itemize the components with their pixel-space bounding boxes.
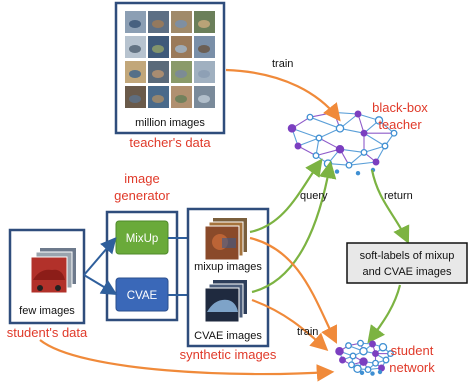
network-edge (291, 127, 320, 139)
network-node (381, 142, 389, 150)
mixup-label: MixUp (126, 233, 159, 245)
return-label: return (384, 190, 413, 202)
student-network-label-line1: student (391, 343, 434, 358)
network-node (349, 352, 357, 360)
thumbnail-subject (129, 45, 141, 53)
soft-labels-to-student-arrow (367, 284, 402, 344)
network-node (359, 357, 368, 366)
teacher-data-group: million images teacher's data (114, 1, 226, 150)
query-arrow-mixup (249, 158, 323, 234)
student-data-caption: few images (19, 305, 75, 317)
image-grid-icon (125, 11, 215, 108)
network-node (348, 361, 355, 369)
network-node (390, 129, 398, 137)
blackbox-teacher-label-line2: teacher (378, 117, 422, 132)
image-generator-label-line1: image (124, 171, 159, 186)
student-to-cvae-arrow (83, 274, 118, 296)
network-node (355, 171, 361, 176)
network-node (372, 158, 380, 166)
train-arrow-top (225, 68, 341, 122)
network-edge (363, 145, 386, 153)
network-node (287, 124, 297, 133)
network-node (345, 161, 353, 169)
network-node (312, 152, 320, 160)
network-node (372, 350, 379, 358)
thumbnail-subject (175, 95, 187, 103)
network-node (357, 339, 364, 347)
network-node (294, 142, 302, 150)
thumbnail-subject (152, 95, 164, 103)
thumbnail-subject (175, 45, 187, 53)
student-data-label: student's data (7, 325, 88, 340)
network-node (354, 110, 362, 118)
soft-labels-line2: and CVAE images (362, 266, 452, 278)
thumbnail-subject (152, 20, 164, 28)
network-node (387, 350, 394, 358)
network-node (377, 369, 383, 375)
mixup-to-teacher-train-arrow (249, 236, 337, 344)
thumbnail-subject (198, 20, 210, 28)
network-node (335, 346, 344, 356)
network-edge (309, 111, 335, 118)
thumbnail-subject (129, 20, 141, 28)
return-arrow (370, 169, 410, 244)
network-node (353, 364, 362, 374)
thumbnail-subject (175, 70, 187, 78)
train-label-top: train (272, 58, 293, 70)
cvae-images-caption: CVAE images (194, 330, 262, 342)
thumbnail-subject (175, 20, 187, 28)
student-to-mixup-arrow (83, 236, 117, 276)
network-node (378, 342, 388, 352)
network-node (369, 340, 376, 348)
thumbnail-subject (198, 70, 210, 78)
query-label: query (300, 190, 328, 202)
network-node (359, 370, 365, 375)
network-edge (309, 116, 341, 129)
network-node (360, 148, 368, 156)
cvae-to-student-train-arrow (251, 298, 329, 351)
network-node (374, 116, 384, 125)
student-network-label-line2: network (389, 360, 435, 375)
thumbnail-subject (152, 70, 164, 78)
network-edge (297, 137, 320, 147)
neural-network-icon (335, 339, 394, 376)
soft-labels-line1: soft-labels of mixup (360, 250, 455, 262)
network-node (315, 134, 323, 142)
network-edge (363, 132, 386, 147)
synthetic-images-label: synthetic images (180, 347, 277, 362)
train-label-bottom: train (297, 326, 318, 338)
image-stack-icon (204, 218, 247, 261)
network-node (372, 359, 379, 367)
thumbnail-subject (198, 45, 210, 53)
network-edge (348, 161, 377, 166)
network-node (345, 342, 352, 350)
student-data-to-student-arrow (39, 339, 335, 382)
soft-labels-box (346, 242, 468, 284)
blackbox-teacher-label-line1: black-box (372, 100, 428, 115)
thumbnail-subject (198, 95, 210, 103)
teacher-data-caption: million images (135, 117, 205, 129)
network-node (370, 371, 375, 376)
network-node (339, 356, 346, 364)
mixup-images-caption: mixup images (194, 261, 262, 273)
thumbnail-subject (129, 95, 141, 103)
network-edge (333, 111, 359, 115)
query-arrow-cvae (251, 160, 337, 294)
image-stack-icon (204, 280, 247, 323)
thumbnail-subject (129, 70, 141, 78)
network-node (360, 129, 368, 137)
image-stack-icon (30, 248, 76, 294)
network-node (382, 356, 390, 364)
network-node (335, 124, 345, 133)
network-node (364, 366, 372, 374)
thumbnail-subject (152, 45, 164, 53)
cvae-label: CVAE (127, 290, 158, 302)
network-node (306, 113, 314, 121)
network-node (334, 169, 340, 174)
network-node (335, 144, 345, 154)
teacher-data-label: teacher's data (129, 135, 211, 150)
network-node (359, 346, 368, 356)
image-generator-label-line2: generator (114, 188, 170, 203)
